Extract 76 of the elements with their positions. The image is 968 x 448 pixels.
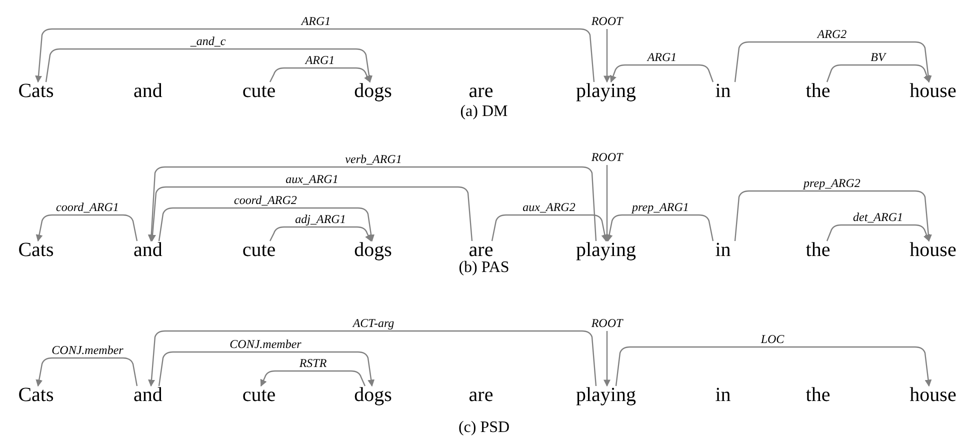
arrow [826, 64, 930, 83]
edge-label: ARG1 [304, 54, 336, 66]
edge-label: ROOT [590, 15, 624, 27]
arrow [269, 67, 371, 83]
arrow [604, 165, 610, 242]
arrow [36, 214, 138, 242]
word: house [910, 240, 956, 260]
word: dogs [354, 385, 392, 405]
word: Cats [18, 385, 54, 405]
arrow [260, 370, 366, 387]
caption: (c) PSD [458, 420, 510, 436]
edge-label: _and_c [189, 35, 227, 47]
word: in [715, 81, 731, 101]
word: house [910, 385, 956, 405]
edge-label: prep_ARG2 [802, 177, 862, 189]
edge-label: verb_ARG1 [344, 153, 403, 165]
arrow [606, 214, 714, 242]
arrow [826, 224, 930, 242]
arrow [149, 186, 473, 242]
edge-label: CONJ.member [228, 338, 302, 350]
word: cute [242, 81, 276, 101]
arrow [615, 346, 932, 387]
edge-label: ARG1 [300, 15, 332, 27]
word: Cats [18, 240, 54, 260]
arrow [148, 166, 597, 242]
arrow [158, 207, 375, 242]
word: and [134, 240, 162, 260]
word: dogs [354, 240, 392, 260]
edge-label: adj_ARG1 [294, 213, 347, 225]
edge-label: aux_ARG2 [522, 201, 576, 213]
word: in [715, 385, 731, 405]
arrow [491, 214, 608, 242]
arrow [36, 357, 138, 387]
edge-label: coord_ARG2 [233, 194, 298, 206]
arrow [269, 226, 372, 242]
edge-label: CONJ.member [50, 344, 124, 356]
word: cute [242, 385, 276, 405]
edge-label: aux_ARG1 [284, 173, 340, 185]
word: the [806, 240, 830, 260]
arrow [734, 41, 932, 83]
edge-label: coord_ARG1 [55, 201, 120, 213]
word: playing [576, 385, 636, 405]
caption: (b) PAS [458, 260, 510, 276]
word: dogs [354, 81, 392, 101]
arrow [610, 64, 714, 83]
arrow [148, 330, 597, 387]
arrow [45, 48, 373, 83]
arrow [158, 351, 375, 387]
word: are [468, 81, 494, 101]
word: house [910, 81, 956, 101]
edge-label: det_ARG1 [852, 211, 904, 223]
word: playing [576, 240, 636, 260]
arrow [734, 190, 932, 242]
edge-label: ACT-arg [352, 317, 396, 329]
word: the [806, 81, 830, 101]
edge-label: ARG2 [816, 28, 848, 40]
edge-label: prep_ARG1 [631, 201, 690, 213]
word: cute [242, 240, 276, 260]
caption: (a) DM [460, 104, 508, 120]
arrow [35, 28, 595, 83]
arrow [604, 331, 610, 387]
word: and [134, 385, 162, 405]
edge-label: ARG1 [646, 51, 678, 63]
word: playing [576, 81, 636, 101]
word: are [468, 240, 494, 260]
edge-label: ROOT [590, 151, 624, 163]
edge-label: LOC [760, 333, 786, 345]
edge-label: ROOT [590, 317, 624, 329]
word: are [468, 385, 494, 405]
edge-label: RSTR [298, 357, 328, 369]
arrow [604, 29, 610, 83]
word: in [715, 240, 731, 260]
word: and [134, 81, 162, 101]
edge-label: BV [870, 51, 886, 63]
word: the [806, 385, 830, 405]
word: Cats [18, 81, 54, 101]
